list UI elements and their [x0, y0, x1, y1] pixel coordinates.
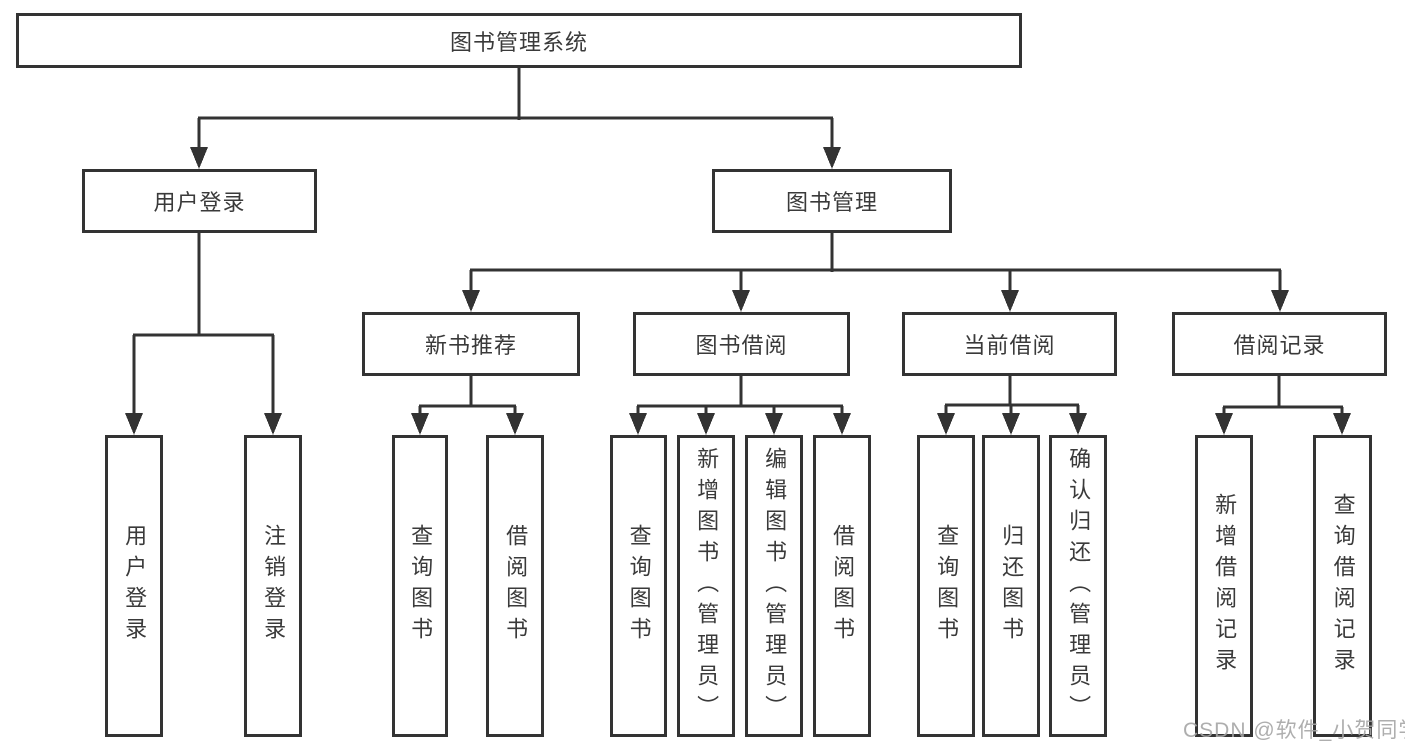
leaf-user-login: 用户登录 — [105, 435, 163, 737]
node-user-login: 用户登录 — [82, 169, 317, 233]
leaf-newbook-borrow-books: 借阅图书 — [486, 435, 544, 737]
leaf-records-add-record: 新增借阅记录 — [1195, 435, 1253, 737]
node-borrow-records-label: 借阅记录 — [1233, 333, 1326, 358]
node-user-login-label: 用户登录 — [153, 190, 246, 215]
watermark-text: CSDN @软件_小贺同学 — [1183, 719, 1405, 742]
leaf-borrow-borrow-books: 借阅图书 — [813, 435, 871, 737]
node-current-borrow-label: 当前借阅 — [963, 333, 1056, 358]
leaf-current-query-books: 查询图书 — [917, 435, 975, 737]
leaf-borrow-add-books-admin: 新增图书（管理员） — [677, 435, 735, 737]
node-new-book-recommend: 新书推荐 — [362, 312, 580, 376]
leaf-newbook-query-books: 查询图书 — [392, 435, 448, 737]
leaf-records-query-record: 查询借阅记录 — [1313, 435, 1372, 737]
node-new-book-recommend-label: 新书推荐 — [424, 333, 517, 358]
node-borrow-records: 借阅记录 — [1172, 312, 1387, 376]
leaf-current-return-books: 归还图书 — [982, 435, 1040, 737]
node-root-system: 图书管理系统 — [16, 13, 1022, 68]
leaf-logout: 注销登录 — [244, 435, 302, 737]
leaf-borrow-edit-books-admin: 编辑图书（管理员） — [745, 435, 803, 737]
leaf-current-confirm-return-admin: 确认归还（管理员） — [1049, 435, 1107, 737]
node-book-borrow: 图书借阅 — [633, 312, 850, 376]
leaf-borrow-query-books: 查询图书 — [610, 435, 667, 737]
node-book-management: 图书管理 — [712, 169, 952, 233]
node-root-label: 图书管理系统 — [449, 29, 588, 55]
node-current-borrow: 当前借阅 — [902, 312, 1117, 376]
node-book-management-label: 图书管理 — [785, 190, 878, 215]
node-book-borrow-label: 图书借阅 — [695, 333, 788, 358]
